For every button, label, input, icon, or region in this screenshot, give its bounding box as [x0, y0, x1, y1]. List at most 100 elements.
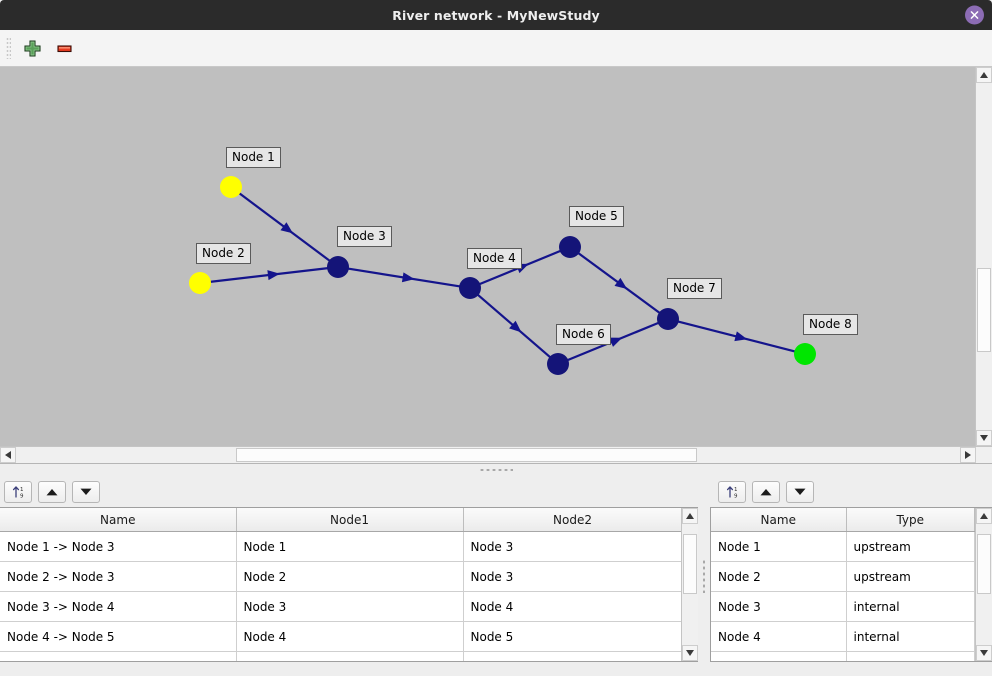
- node-label[interactable]: Node 7: [667, 278, 722, 299]
- graph-vertical-scrollbar[interactable]: [975, 67, 992, 446]
- arrow-down-icon[interactable]: [72, 480, 100, 503]
- branch-panel-padding: [0, 662, 698, 676]
- node_table-cell[interactable]: Node 3: [711, 591, 847, 622]
- branch_table-cell[interactable]: Node 2: [236, 561, 464, 592]
- node_table-cell[interactable]: Node 4: [711, 621, 847, 652]
- graph-node[interactable]: [327, 256, 349, 278]
- scroll-up-icon[interactable]: [976, 67, 992, 83]
- graph-node[interactable]: [559, 236, 581, 258]
- branch_table-cell[interactable]: Node 5: [463, 621, 681, 652]
- scroll-right-icon[interactable]: [960, 447, 976, 463]
- network-canvas[interactable]: Node 1 Node 2 Node 3 Node 4 Node 5 Node 6 Node…: [0, 67, 975, 446]
- branch-vscroll-thumb[interactable]: [683, 534, 697, 594]
- close-icon[interactable]: [965, 5, 984, 25]
- branch_table-cell[interactable]: Node 4: [236, 621, 464, 652]
- graph-node[interactable]: [657, 308, 679, 330]
- node-label[interactable]: Node 3: [337, 226, 392, 247]
- scroll-down-icon[interactable]: [976, 645, 992, 661]
- branch_table-cell[interactable]: Node 4: [463, 591, 681, 622]
- branch_table-cell[interactable]: [0, 651, 237, 661]
- branch_table-column-header[interactable]: Name: [0, 508, 237, 532]
- graph-node[interactable]: [189, 272, 211, 294]
- node_table-cell[interactable]: internal: [846, 621, 975, 652]
- branch_table-cell[interactable]: Node 3: [463, 531, 681, 562]
- node_table-cell[interactable]: [711, 651, 847, 661]
- scroll-left-icon[interactable]: [0, 447, 16, 463]
- branch_table-cell[interactable]: Node 3 -> Node 4: [0, 591, 237, 622]
- branch_table-cell[interactable]: [463, 651, 681, 661]
- scroll-up-icon[interactable]: [682, 508, 698, 524]
- remove-minus-icon[interactable]: [50, 34, 78, 62]
- node-label[interactable]: Node 2: [196, 243, 251, 264]
- branch_table-cell[interactable]: Node 4 -> Node 5: [0, 621, 237, 652]
- node_table-column-header[interactable]: Name: [711, 508, 847, 532]
- scroll-up-icon[interactable]: [976, 508, 992, 524]
- sort-icon[interactable]: 1 9: [4, 480, 32, 503]
- graph-hscroll-track[interactable]: [16, 447, 960, 463]
- graph-vscroll-thumb[interactable]: [977, 268, 991, 352]
- scroll-down-icon[interactable]: [682, 645, 698, 661]
- graph-node[interactable]: [459, 277, 481, 299]
- branch-vertical-scrollbar[interactable]: [681, 508, 698, 661]
- node_table-cell[interactable]: Node 2: [711, 561, 847, 592]
- branch_table-cell[interactable]: Node 1: [236, 531, 464, 562]
- node-label[interactable]: Node 5: [569, 206, 624, 227]
- add-plus-icon[interactable]: [18, 34, 46, 62]
- branch_table-cell[interactable]: [236, 651, 464, 661]
- branch_table-cell[interactable]: Node 1 -> Node 3: [0, 531, 237, 562]
- graph-node[interactable]: [547, 353, 569, 375]
- arrow-up-icon[interactable]: [752, 480, 780, 503]
- branch_table-empty-row[interactable]: [0, 651, 681, 661]
- node-vscroll-thumb[interactable]: [977, 534, 991, 594]
- node-label[interactable]: Node 4: [467, 248, 522, 269]
- node-label[interactable]: Node 8: [803, 314, 858, 335]
- graph-node[interactable]: [220, 176, 242, 198]
- splitter-grip-icon: [702, 559, 706, 593]
- node_table-cell[interactable]: Node 1: [711, 531, 847, 562]
- scroll-down-icon[interactable]: [976, 430, 992, 446]
- graph-hscroll-thumb[interactable]: [236, 448, 697, 462]
- node-label[interactable]: Node 6: [556, 324, 611, 345]
- node_table-empty-row[interactable]: [711, 651, 975, 661]
- vertical-splitter[interactable]: [698, 476, 710, 676]
- graph-vscroll-track[interactable]: [976, 83, 992, 430]
- node_table-cell[interactable]: upstream: [846, 561, 975, 592]
- node-label[interactable]: Node 1: [226, 147, 281, 168]
- node-vscroll-track[interactable]: [976, 524, 992, 645]
- edge-arrow-icon: [509, 320, 522, 333]
- node_table-column-header[interactable]: Type: [846, 508, 975, 532]
- branch_table-cell[interactable]: Node 2 -> Node 3: [0, 561, 237, 592]
- toolbar-grip[interactable]: [6, 37, 11, 59]
- arrow-up-icon[interactable]: [38, 480, 66, 503]
- graph-node[interactable]: [794, 343, 816, 365]
- branch-vscroll-track[interactable]: [682, 524, 698, 645]
- node_table-cell[interactable]: upstream: [846, 531, 975, 562]
- horizontal-splitter[interactable]: [0, 463, 992, 476]
- node-table-toolbar: 1 9: [710, 476, 992, 507]
- node_table-cell[interactable]: internal: [846, 591, 975, 622]
- branch_table-cell[interactable]: Node 3: [236, 591, 464, 622]
- branch_table-column-header[interactable]: Node1: [236, 508, 464, 532]
- arrow-down-icon[interactable]: [786, 480, 814, 503]
- svg-text:1: 1: [734, 487, 738, 493]
- sort-icon[interactable]: 1 9: [718, 480, 746, 503]
- node-vertical-scrollbar[interactable]: [975, 508, 992, 661]
- branch_table-cell[interactable]: Node 3: [463, 561, 681, 592]
- node_table-cell[interactable]: [846, 651, 975, 661]
- branch_table-column-header[interactable]: Node2: [463, 508, 681, 532]
- graph-horizontal-scrollbar[interactable]: [0, 446, 992, 463]
